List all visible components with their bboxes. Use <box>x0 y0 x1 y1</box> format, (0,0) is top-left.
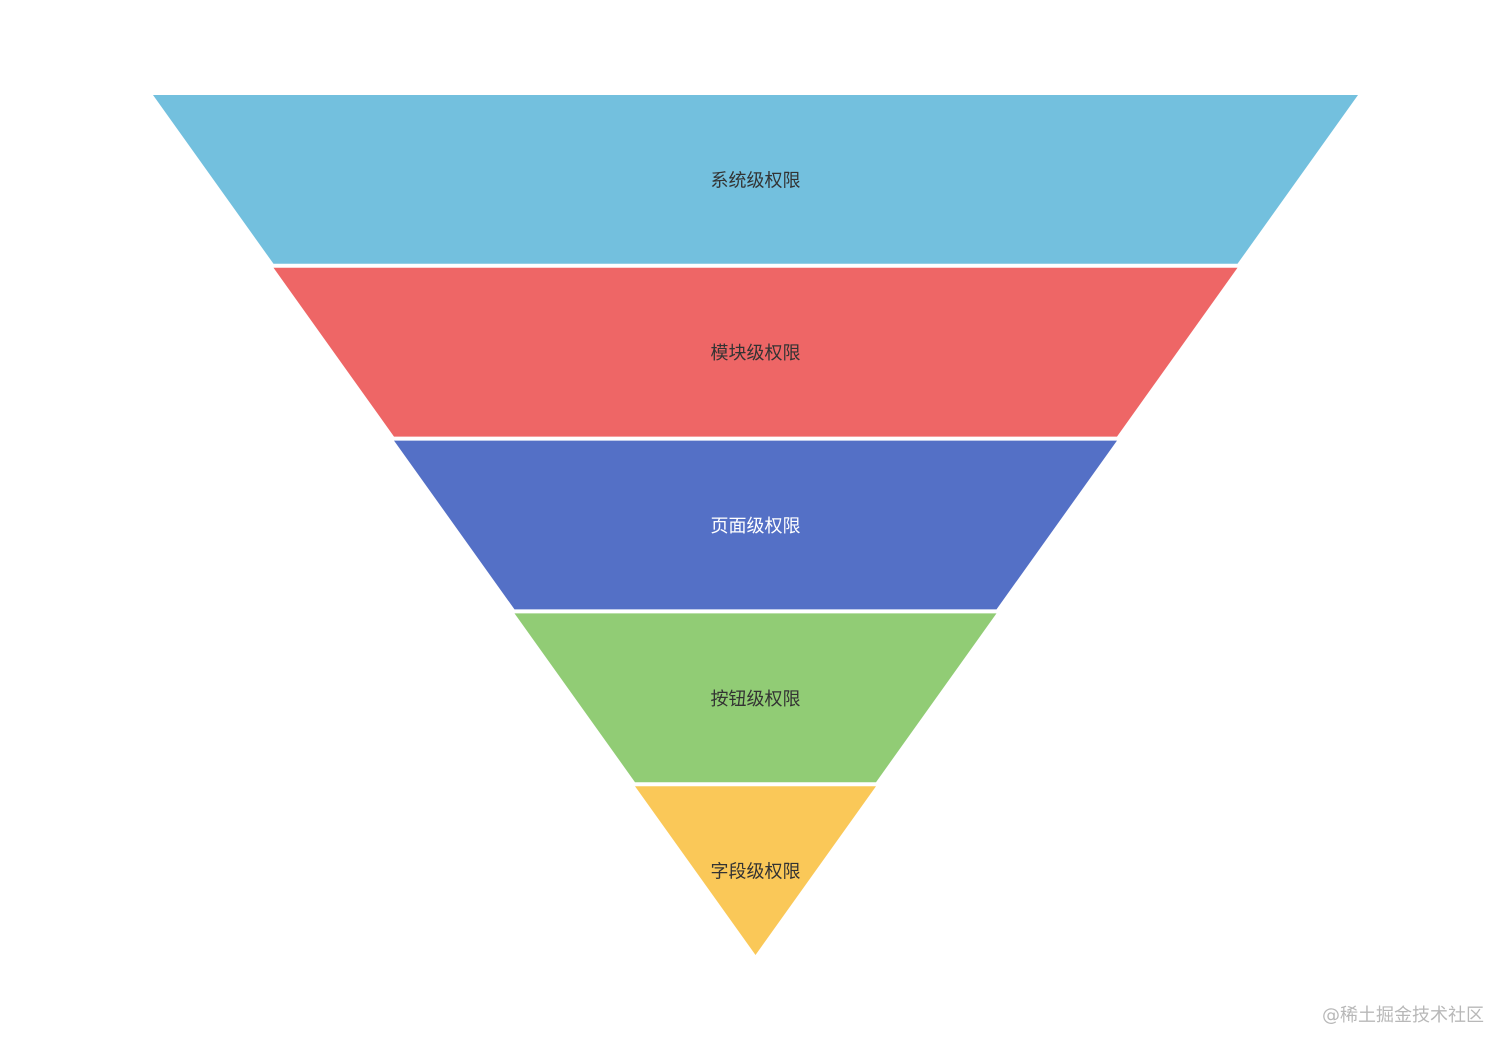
funnel-label: 按钮级权限 <box>711 689 801 710</box>
funnel-segment <box>635 786 876 955</box>
funnel-label: 系统级权限 <box>711 170 801 191</box>
funnel-segment <box>394 440 1117 610</box>
funnel-label: 页面级权限 <box>711 516 801 537</box>
funnel-label: 模块级权限 <box>711 343 801 364</box>
watermark: @稀土掘金技术社区 <box>1322 1005 1484 1026</box>
funnel-label: 字段级权限 <box>711 862 801 883</box>
funnel-segment <box>514 613 997 783</box>
funnel-segment <box>273 267 1238 437</box>
funnel-segment <box>153 95 1358 264</box>
